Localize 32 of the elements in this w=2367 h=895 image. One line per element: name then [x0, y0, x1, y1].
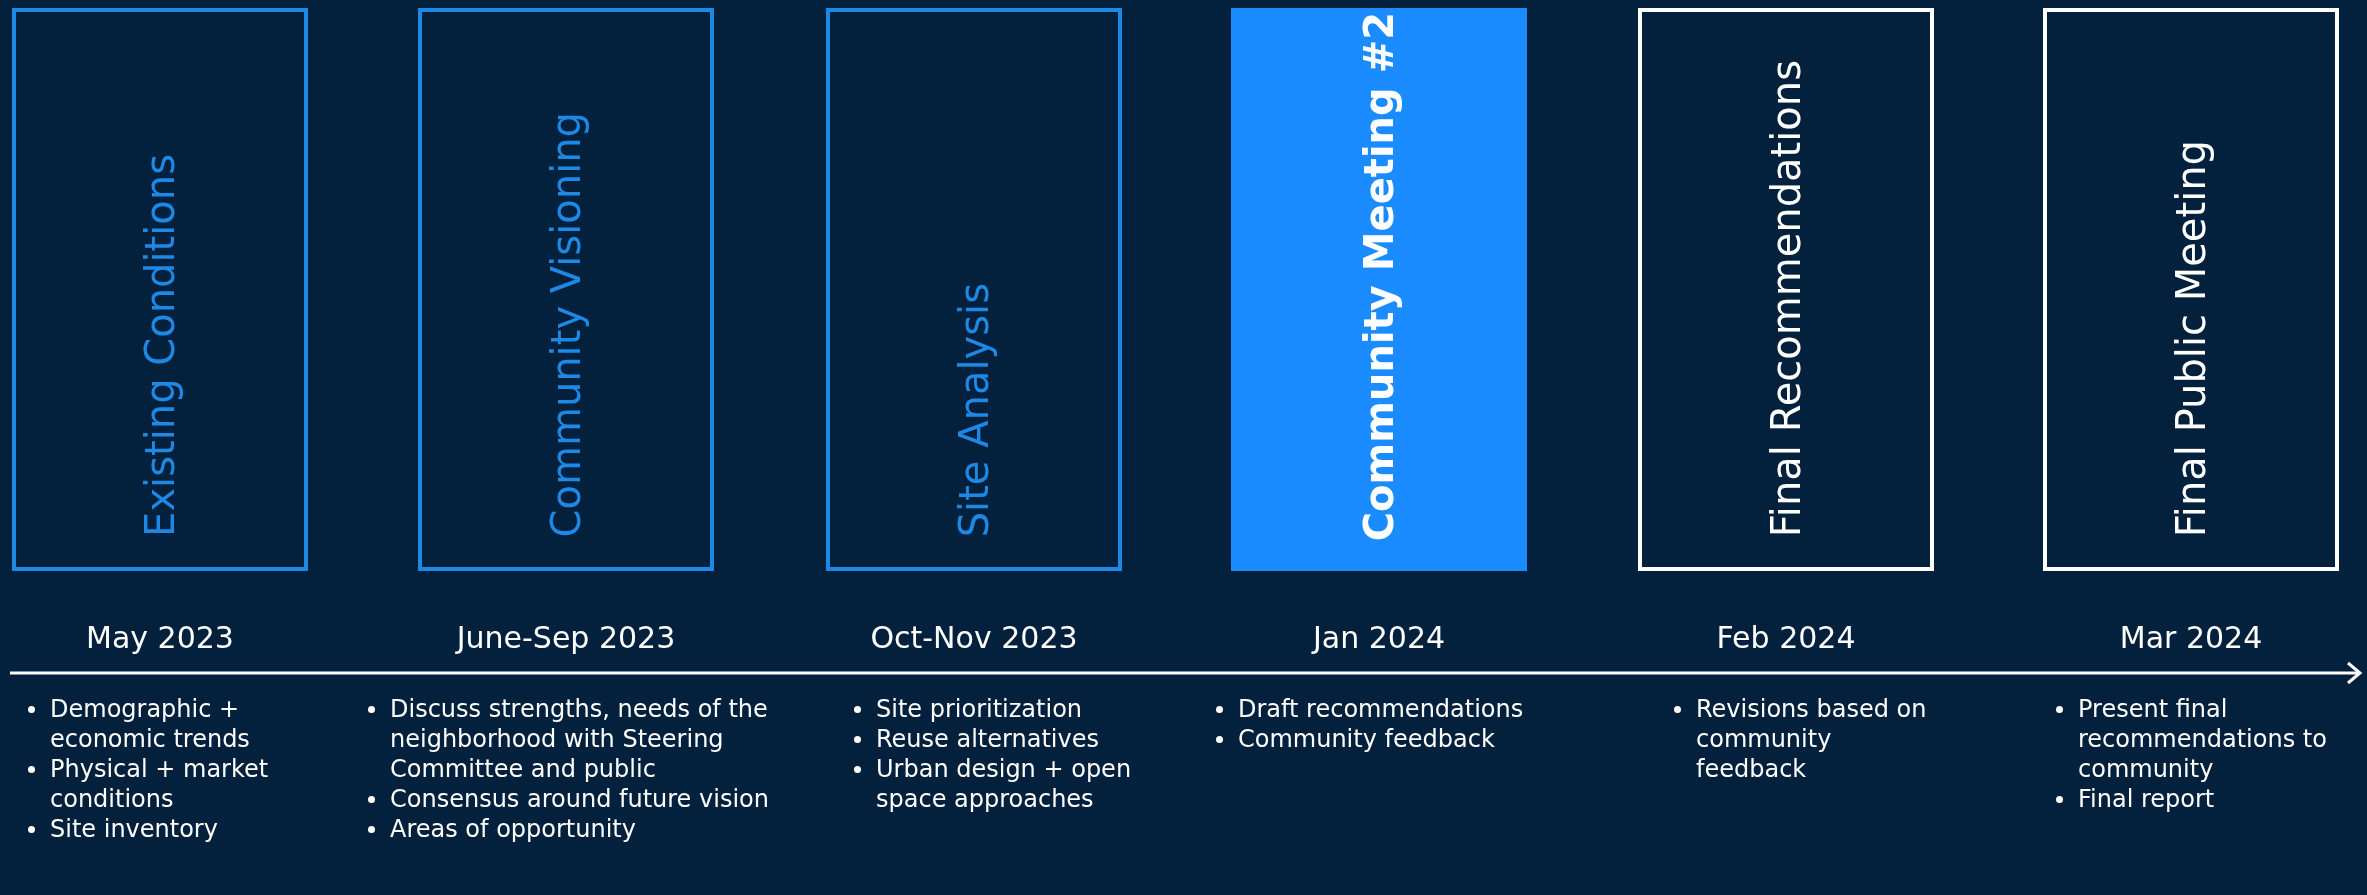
date-label: Jan 2024	[1310, 620, 1447, 655]
phase-box	[418, 8, 714, 571]
bullet-text: Reuse alternatives	[876, 725, 1099, 753]
date-label: June-Sep 2023	[454, 620, 677, 655]
date-label: Feb 2024	[1715, 620, 1857, 655]
date-label: Oct-Nov 2023	[869, 620, 1079, 655]
bullet-text: Final report	[2078, 785, 2215, 813]
phase-title: Community Meeting #2	[1356, 11, 1402, 541]
phase-box	[826, 8, 1122, 571]
bullet-text: Site prioritization	[876, 695, 1083, 723]
phase-title: Site Analysis	[951, 282, 997, 537]
phase-box	[1638, 8, 1934, 571]
bullet-text: Site inventory	[50, 815, 218, 843]
phase-box	[2043, 8, 2339, 571]
phase-box	[1231, 8, 1527, 571]
phase-title: Final Recommendations	[1763, 59, 1809, 537]
phase-title: Existing Conditions	[137, 154, 183, 537]
bullet-text: Consensus around future vision	[390, 785, 769, 813]
date-label: May 2023	[85, 620, 235, 655]
phase-title: Community Visioning	[543, 111, 589, 537]
bullet-text: Physical + market conditions	[50, 755, 269, 813]
bullet-text: Urban design + open space approaches	[876, 755, 1132, 813]
bullet-text: Demographic + economic trends	[50, 695, 250, 753]
date-label: Mar 2024	[2118, 620, 2264, 655]
phase-title: Final Public Meeting	[2168, 139, 2214, 537]
bullet-text: Areas of opportunity	[390, 815, 636, 843]
bullet-text: Revisions based on community feedback	[1696, 695, 1927, 783]
bullet-text: Present final recommendations to community	[2078, 695, 2327, 783]
bullet-text: Draft recommendations	[1238, 695, 1524, 723]
bullet-text: Community feedback	[1238, 725, 1495, 753]
phase-box	[12, 8, 308, 571]
bullet-text: Discuss strengths, needs of the neighborhood with Steering Committee and public	[390, 695, 768, 783]
